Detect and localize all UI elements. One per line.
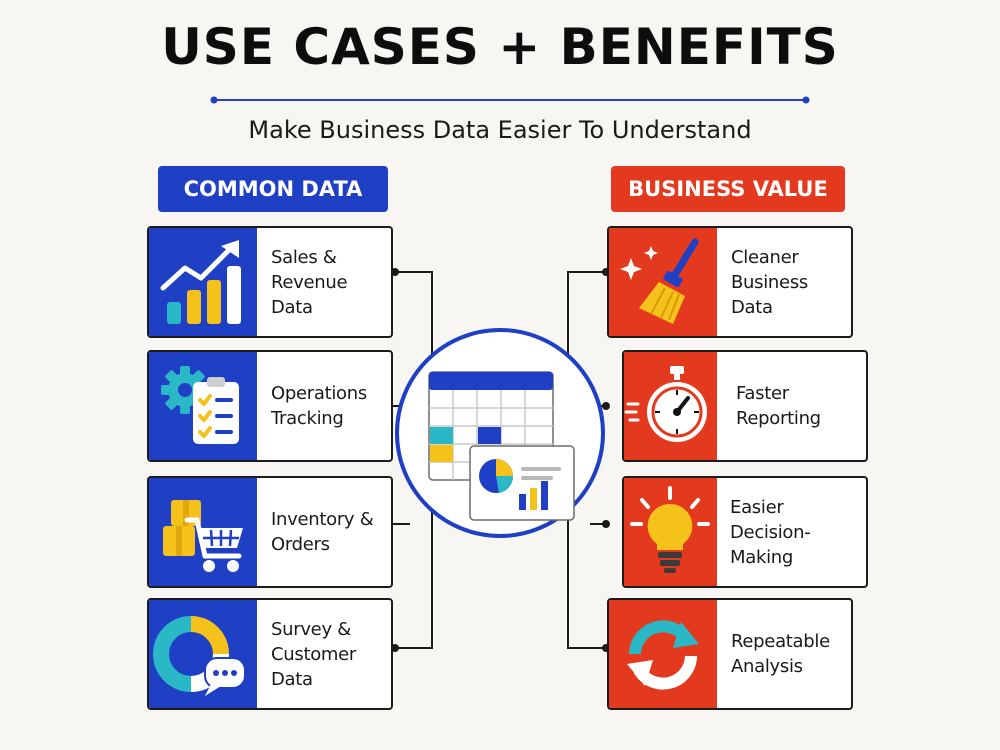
page-title: USE CASES + BENEFITS	[161, 18, 839, 76]
card-survey-customer-data: Survey &Customer Data	[147, 598, 393, 710]
lightbulb-icon	[630, 486, 710, 573]
growth-chart-icon	[160, 240, 241, 324]
card-inventory-orders: Inventory &Orders	[147, 476, 393, 588]
broom-sparkle-icon	[620, 238, 699, 324]
spreadsheet-dashboard-icon	[395, 328, 605, 538]
refresh-arrows-icon	[627, 620, 699, 690]
card-label: Sales &Revenue Data	[271, 246, 348, 318]
title-divider	[210, 96, 810, 104]
gear-checklist-icon	[161, 366, 239, 444]
business-value-heading: BUSINESS VALUE	[611, 166, 845, 212]
card-label: Survey &Customer Data	[271, 618, 357, 690]
card-label: Inventory &Orders	[271, 509, 374, 555]
card-sales-revenue-data: Sales &Revenue Data	[147, 226, 393, 338]
boxes-cart-icon	[163, 500, 243, 572]
common-data-heading: COMMON DATA	[158, 166, 388, 212]
stopwatch-icon	[624, 366, 707, 442]
donut-chat-icon	[153, 616, 246, 696]
page-subtitle: Make Business Data Easier To Understand	[248, 116, 752, 144]
